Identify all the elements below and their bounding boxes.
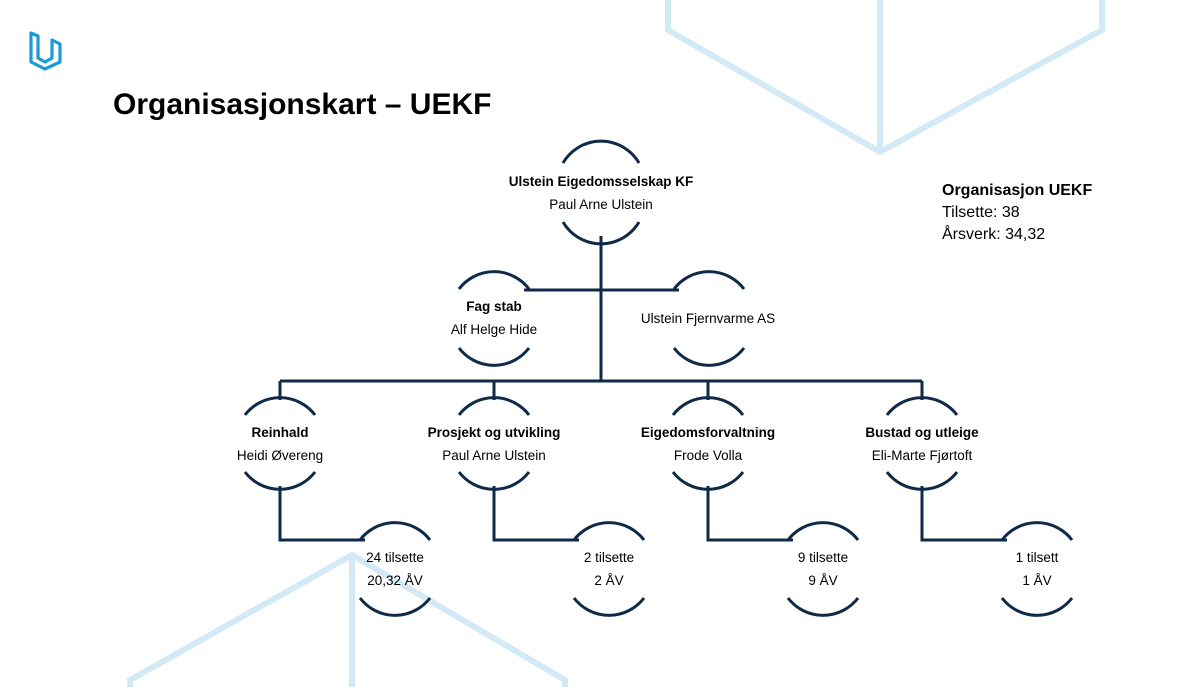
arc-eigedom-staff-top	[786, 521, 860, 541]
arc-fjernvarme-top	[672, 270, 746, 290]
node-eigedom-staffing: 9 tilsette 9 ÅV	[798, 546, 848, 592]
node-fjernvarme-label: Ulstein Fjernvarme AS	[640, 311, 776, 326]
arc-prosjekt-staff-top	[572, 521, 646, 541]
logo-icon	[29, 31, 62, 71]
node-prosjekt-name: Prosjekt og utvikling	[427, 425, 561, 440]
node-bustad-name: Bustad og utleige	[865, 425, 979, 440]
node-root-name: Ulstein Eigedomsselskap KF	[508, 174, 694, 189]
arc-eigedom-staff-bottom	[786, 597, 860, 617]
eigedom-fte: 9 ÅV	[808, 573, 838, 588]
summary-heading: Organisasjon UEKF	[942, 182, 1093, 199]
arc-reinhald-bottom	[243, 471, 317, 491]
arc-eigedom-top	[671, 396, 745, 416]
node-bustad: Bustad og utleige Eli-Marte Fjørtoft	[865, 421, 978, 467]
bustad-fte: 1 ÅV	[1022, 573, 1052, 588]
background-decoration	[127, 0, 1105, 687]
arc-bustad-top	[885, 396, 959, 416]
organisation-summary: Organisasjon UEKF Tilsette: 38 Årsverk: …	[942, 180, 1092, 246]
prosjekt-count: 2 tilsette	[583, 550, 635, 565]
page-title: Organisasjonskart – UEKF	[113, 88, 492, 121]
arc-reinhald-top	[243, 396, 317, 416]
arc-reinhald-staff-top	[358, 521, 432, 541]
eigedom-count: 9 tilsette	[797, 550, 849, 565]
arc-prosjekt-top	[457, 396, 531, 416]
node-reinhald: Reinhald Heidi Øvereng	[237, 421, 323, 467]
node-reinhald-person: Heidi Øvereng	[236, 448, 324, 463]
arc-fagstab-top	[457, 270, 531, 290]
arc-eigedom-bottom	[671, 471, 745, 491]
arc-bustad-staff-bottom	[1000, 597, 1074, 617]
node-eigedom: Eigedomsforvaltning Frode Volla	[641, 421, 775, 467]
node-reinhald-staffing: 24 tilsette 20,32 ÅV	[366, 546, 424, 592]
node-fag-stab-name: Fag stab	[466, 299, 522, 314]
node-bustad-staffing: 1 tilsett 1 ÅV	[1016, 546, 1059, 592]
arc-prosjekt-bottom	[457, 471, 531, 491]
node-prosjekt-staffing: 2 tilsette 2 ÅV	[584, 546, 634, 592]
node-arcs	[243, 139, 1074, 617]
summary-employees: Tilsette: 38	[942, 204, 1020, 221]
bustad-count: 1 tilsett	[1015, 550, 1059, 565]
node-fag-stab: Fag stab Alf Helge Hide	[451, 295, 537, 341]
node-fag-stab-person: Alf Helge Hide	[450, 322, 538, 337]
arc-prosjekt-staff-bottom	[572, 597, 646, 617]
node-bustad-person: Eli-Marte Fjørtoft	[871, 448, 973, 463]
summary-fte: Årsverk: 34,32	[942, 226, 1046, 243]
node-prosjekt-person: Paul Arne Ulstein	[442, 448, 546, 463]
arc-reinhald-staff-bottom	[358, 597, 432, 617]
node-eigedom-person: Frode Volla	[673, 448, 743, 463]
node-reinhald-name: Reinhald	[251, 425, 309, 440]
prosjekt-fte: 2 ÅV	[594, 573, 624, 588]
arc-fjernvarme-bottom	[672, 347, 746, 367]
node-prosjekt: Prosjekt og utvikling Paul Arne Ulstein	[428, 421, 561, 467]
arc-root-top	[561, 139, 641, 164]
node-eigedom-name: Eigedomsforvaltning	[640, 425, 776, 440]
arc-root-bottom	[561, 221, 641, 246]
connector-lines	[278, 236, 1007, 542]
node-fjernvarme: Ulstein Fjernvarme AS	[641, 307, 775, 330]
reinhald-count: 24 tilsette	[366, 550, 424, 565]
node-root-person: Paul Arne Ulstein	[549, 197, 653, 212]
node-root: Ulstein Eigedomsselskap KF Paul Arne Uls…	[509, 170, 694, 216]
reinhald-fte: 20,32 ÅV	[367, 573, 423, 588]
arc-bustad-staff-top	[1000, 521, 1074, 541]
arc-bustad-bottom	[885, 471, 959, 491]
arc-fagstab-bottom	[457, 347, 531, 367]
